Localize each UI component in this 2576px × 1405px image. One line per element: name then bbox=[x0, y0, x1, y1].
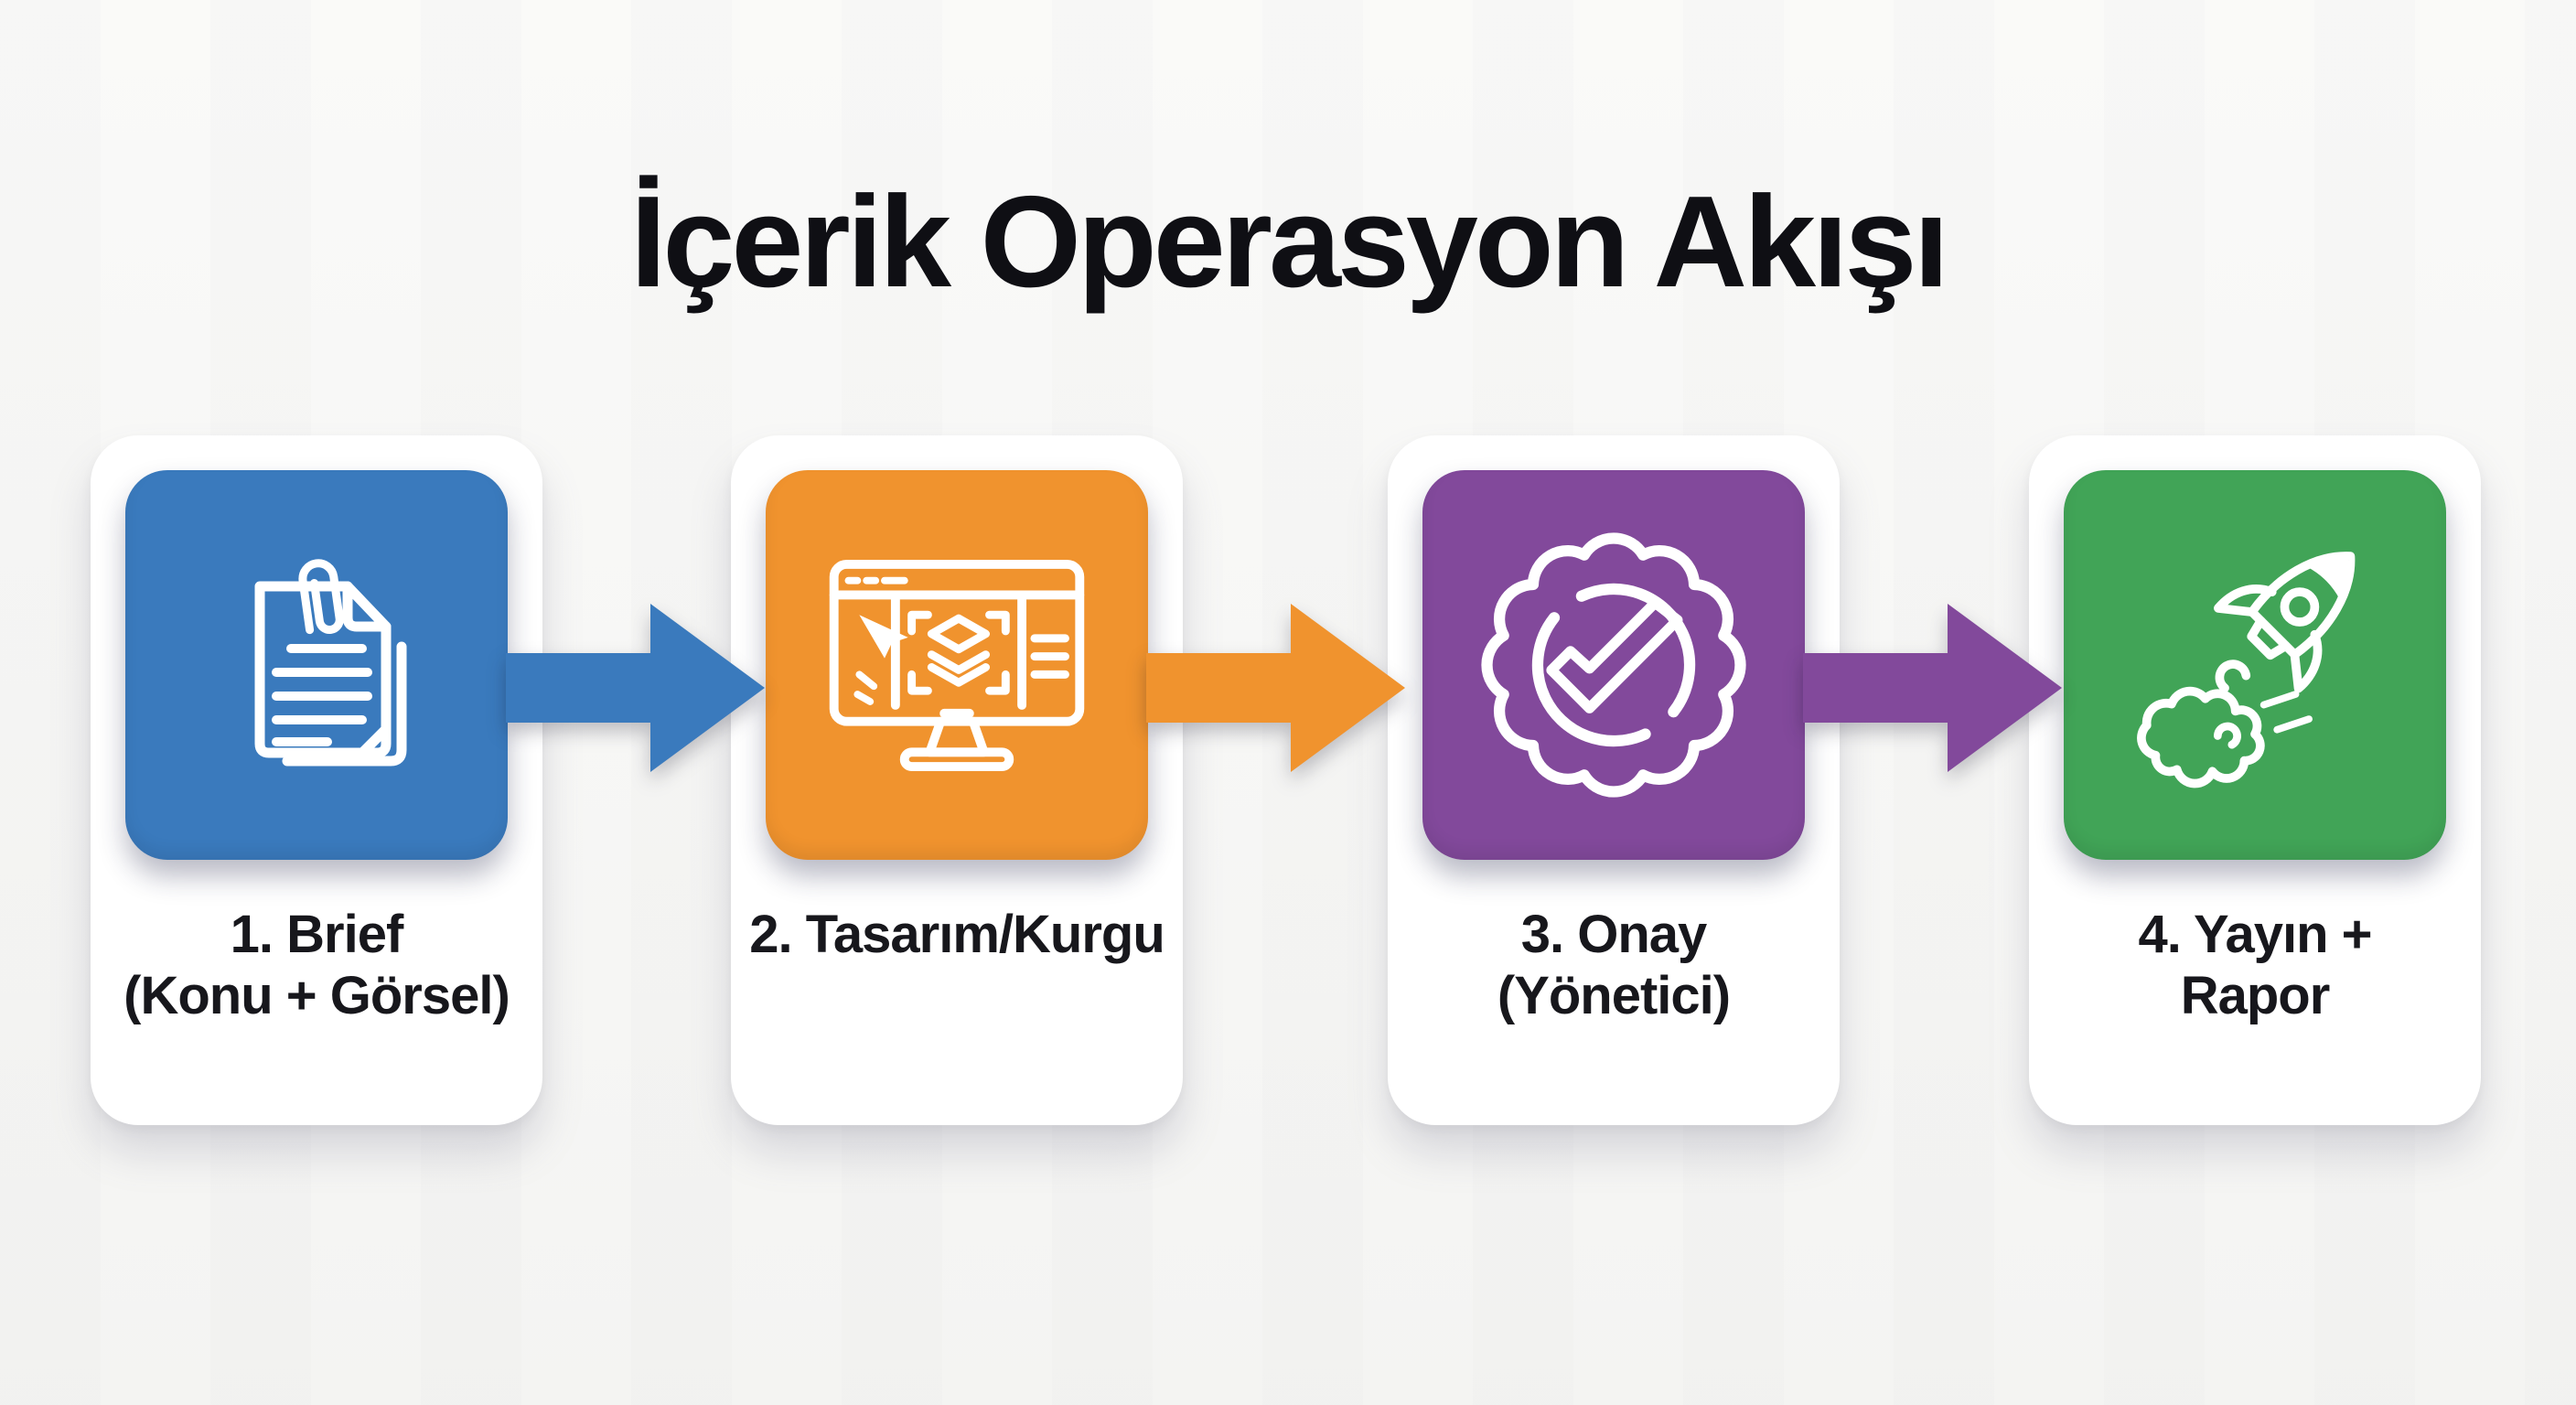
step-icon-tile bbox=[125, 470, 508, 860]
step-label: 4. Yayın + Rapor bbox=[2029, 904, 2481, 1026]
approval-badge-check-icon bbox=[1481, 532, 1746, 798]
step-card-approval: 3. Onay (Yönetici) bbox=[1388, 435, 1840, 1125]
step-label: 3. Onay (Yönetici) bbox=[1388, 904, 1840, 1026]
step-label-line2: (Yönetici) bbox=[1497, 966, 1731, 1025]
step-icon-tile bbox=[1422, 470, 1805, 860]
step-card-publish: 4. Yayın + Rapor bbox=[2029, 435, 2481, 1125]
flow-arrow-3 bbox=[1803, 604, 2062, 772]
step-icon-tile bbox=[2064, 470, 2446, 860]
step-label-line1: 1. Brief bbox=[230, 905, 404, 964]
design-monitor-icon bbox=[829, 559, 1085, 771]
step-label: 1. Brief (Konu + Görsel) bbox=[91, 904, 542, 1026]
flow-arrow-2 bbox=[1146, 604, 1405, 772]
step-label: 2. Tasarım/Kurgu bbox=[731, 904, 1183, 965]
page-title: İçerik Operasyon Akışı bbox=[630, 169, 1949, 316]
step-label-line2: (Konu + Görsel) bbox=[123, 966, 510, 1025]
step-label-line1: 3. Onay bbox=[1520, 905, 1708, 964]
step-card-brief: 1. Brief (Konu + Görsel) bbox=[91, 435, 542, 1125]
step-label-line1: 2. Tasarım/Kurgu bbox=[749, 905, 1165, 964]
document-paperclip-icon bbox=[254, 559, 407, 767]
rocket-launch-icon bbox=[2137, 552, 2356, 788]
step-label-line1: 4. Yayın + bbox=[2138, 905, 2373, 964]
flow-arrow-1 bbox=[506, 604, 765, 772]
step-card-design: 2. Tasarım/Kurgu bbox=[731, 435, 1183, 1125]
step-label-line2: Rapor bbox=[2180, 966, 2331, 1025]
step-icon-tile bbox=[766, 470, 1148, 860]
